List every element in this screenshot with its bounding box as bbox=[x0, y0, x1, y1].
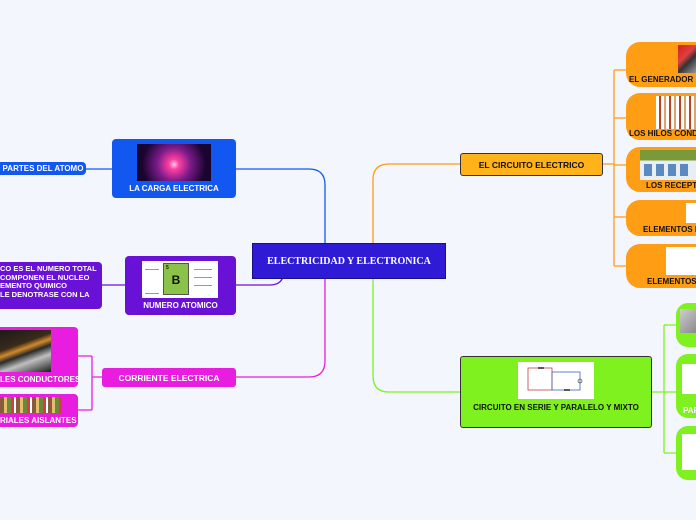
periodic-element-image: 5 B bbox=[142, 261, 218, 298]
node-materiales-conductores[interactable]: LES CONDUCTORES bbox=[0, 327, 78, 387]
link-center-circuito bbox=[372, 163, 460, 243]
elements-1-image bbox=[686, 203, 696, 223]
element-info-lines bbox=[194, 269, 212, 270]
circuit-diagram-icon bbox=[527, 367, 583, 391]
element-number: 5 bbox=[166, 265, 169, 271]
node-receptores[interactable]: LOS RECEPTO bbox=[626, 147, 696, 192]
central-topic-label: ELECTRICIDAD Y ELECTRONICA bbox=[267, 255, 431, 267]
node-elementos-2[interactable]: ELEMENTOS D bbox=[626, 244, 696, 288]
central-topic[interactable]: ELECTRICIDAD Y ELECTRONICA bbox=[252, 243, 446, 279]
serie-3-image bbox=[682, 434, 696, 470]
node-materiales-conductores-label: LES CONDUCTORES bbox=[0, 375, 78, 384]
node-materiales-aislantes-label: RIALES AISLANTES bbox=[0, 416, 77, 425]
wires-image bbox=[656, 96, 696, 129]
node-hilos-conductores-label: LOS HILOS COND bbox=[629, 129, 696, 138]
node-materiales-aislantes[interactable]: RIALES AISLANTES bbox=[0, 394, 78, 427]
node-serie-3[interactable] bbox=[676, 426, 696, 480]
description-line-4: LE DENOTRASE CON LA bbox=[0, 289, 90, 299]
node-serie-1[interactable] bbox=[676, 303, 696, 347]
node-corriente-electrica[interactable]: CORRIENTE ELECTRICA bbox=[102, 368, 236, 387]
element-info-lines-left bbox=[145, 269, 159, 270]
link-serie-children bbox=[652, 324, 676, 454]
serie-1-image bbox=[680, 309, 696, 333]
node-numero-atomico[interactable]: 5 B NUMERO ATOMICO bbox=[125, 256, 236, 315]
description-line-2: COMPONEN EL NUCLEO bbox=[0, 272, 90, 282]
node-partes-del-atomo[interactable]: PARTES DEL ATOMO bbox=[0, 162, 86, 175]
node-corriente-electrica-label: CORRIENTE ELECTRICA bbox=[118, 372, 220, 383]
node-circuito-electrico[interactable]: EL CIRCUITO ELECTRICO bbox=[460, 153, 603, 176]
node-circuito-electrico-label: EL CIRCUITO ELECTRICO bbox=[478, 159, 585, 170]
element-symbol: B bbox=[171, 273, 181, 287]
node-generador[interactable]: EL GENERADOR D bbox=[626, 42, 696, 87]
node-circuito-serie-paralelo-label: CIRCUITO EN SERIE Y PARALELO Y MIXTO bbox=[473, 403, 639, 412]
generator-image bbox=[678, 45, 696, 73]
node-elementos-1-label: ELEMENTOS D bbox=[643, 225, 696, 234]
description-line-1: CO ES EL NUMERO TOTAL bbox=[0, 264, 97, 273]
node-elementos-1[interactable]: ELEMENTOS D bbox=[626, 200, 696, 236]
node-hilos-conductores[interactable]: LOS HILOS COND bbox=[626, 93, 696, 140]
link-circuito-children bbox=[603, 69, 626, 267]
element-tile: 5 B bbox=[163, 263, 189, 295]
node-carga-electrica[interactable]: LA CARGA ELECTRICA bbox=[112, 139, 236, 198]
link-center-carga bbox=[236, 168, 326, 243]
node-partes-del-atomo-label: PARTES DEL ATOMO bbox=[2, 164, 84, 173]
node-carga-electrica-label: LA CARGA ELECTRICA bbox=[129, 184, 219, 193]
circuit-diagram-image bbox=[518, 362, 594, 399]
receptors-icons bbox=[644, 164, 692, 176]
node-paralelo[interactable]: PAR bbox=[676, 354, 696, 418]
node-receptores-label: LOS RECEPTO bbox=[646, 181, 696, 190]
link-center-serie bbox=[372, 279, 460, 393]
paralelo-image bbox=[682, 364, 696, 394]
node-elementos-2-label: ELEMENTOS D bbox=[647, 277, 696, 286]
cables-image bbox=[0, 330, 51, 372]
insulators-image bbox=[0, 397, 62, 413]
description-line-3: EMENTO QUIMICO bbox=[0, 281, 67, 290]
node-paralelo-label: PAR bbox=[683, 406, 696, 415]
link-center-corriente bbox=[236, 279, 326, 378]
link-corriente-children bbox=[78, 355, 102, 411]
node-generador-label: EL GENERADOR D bbox=[629, 75, 696, 84]
node-numero-atomico-label: NUMERO ATOMICO bbox=[143, 301, 218, 310]
receptors-image bbox=[640, 150, 696, 180]
node-numero-atomico-description[interactable]: CO ES EL NUMERO TOTAL COMPONEN EL NUCLEO… bbox=[0, 262, 102, 309]
node-circuito-serie-paralelo[interactable]: CIRCUITO EN SERIE Y PARALELO Y MIXTO bbox=[460, 356, 652, 428]
plasma-image bbox=[137, 144, 211, 181]
elements-2-image bbox=[666, 247, 696, 275]
